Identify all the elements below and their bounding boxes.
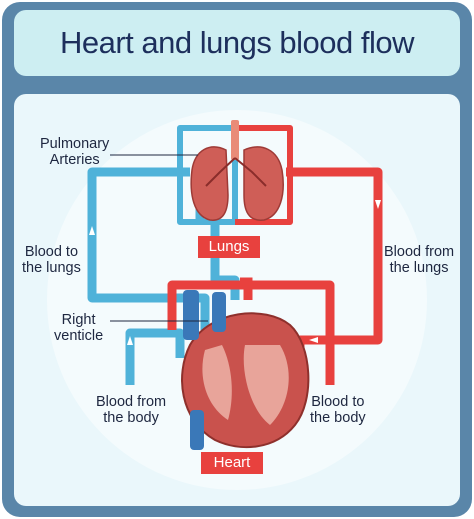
label-line: Blood to xyxy=(24,244,79,260)
leader-lines xyxy=(110,154,208,322)
label-line: Blood from xyxy=(96,394,167,410)
flow-arrow xyxy=(309,337,318,343)
label-line: the lungs xyxy=(22,260,81,276)
label-line: the lungs xyxy=(389,260,449,276)
label-right-ventricle: Right venticle xyxy=(54,312,103,344)
blue-flow-arrows xyxy=(89,226,133,345)
blood-from-body-vessel xyxy=(125,328,185,385)
blood-to-lungs-vessel xyxy=(87,167,210,330)
label-blood-from-body: Blood from the body xyxy=(96,394,166,426)
lungs-tag: Lungs xyxy=(198,236,260,258)
label-line: Pulmonary xyxy=(40,136,110,152)
label-blood-to-lungs: Blood to the lungs xyxy=(22,244,81,276)
flow-arrow xyxy=(127,336,133,345)
heart-tag: Heart xyxy=(201,452,263,474)
aortic-arch xyxy=(240,277,253,300)
left-ventricle-chamber xyxy=(243,345,289,425)
vena-cava xyxy=(183,290,199,340)
bronchi xyxy=(205,157,267,187)
lungs-illustration xyxy=(190,120,284,221)
right-ventricle-chamber xyxy=(202,345,232,420)
pulmonary-trunk xyxy=(212,292,226,332)
trachea xyxy=(231,120,239,160)
title-banner xyxy=(14,10,460,76)
label-pulmonary-arteries: Pulmonary Arteries xyxy=(40,136,109,168)
flow-arrow xyxy=(89,226,95,235)
inferior-vena-cava xyxy=(190,410,204,450)
red-flow-arrows xyxy=(309,200,381,343)
label-line: the body xyxy=(103,410,159,426)
label-line: Blood from xyxy=(384,244,455,260)
label-line: venticle xyxy=(54,328,104,344)
flow-arrow xyxy=(375,200,381,209)
page-title: Heart and lungs blood flow xyxy=(59,25,415,60)
label-line: Arteries xyxy=(49,152,100,168)
label-line: Blood to xyxy=(311,394,365,410)
label-blood-to-body: Blood to the body xyxy=(310,394,366,426)
label-line: the body xyxy=(310,410,366,426)
label-line: Right xyxy=(61,312,96,328)
label-blood-from-lungs: Blood from the lungs xyxy=(384,244,454,276)
